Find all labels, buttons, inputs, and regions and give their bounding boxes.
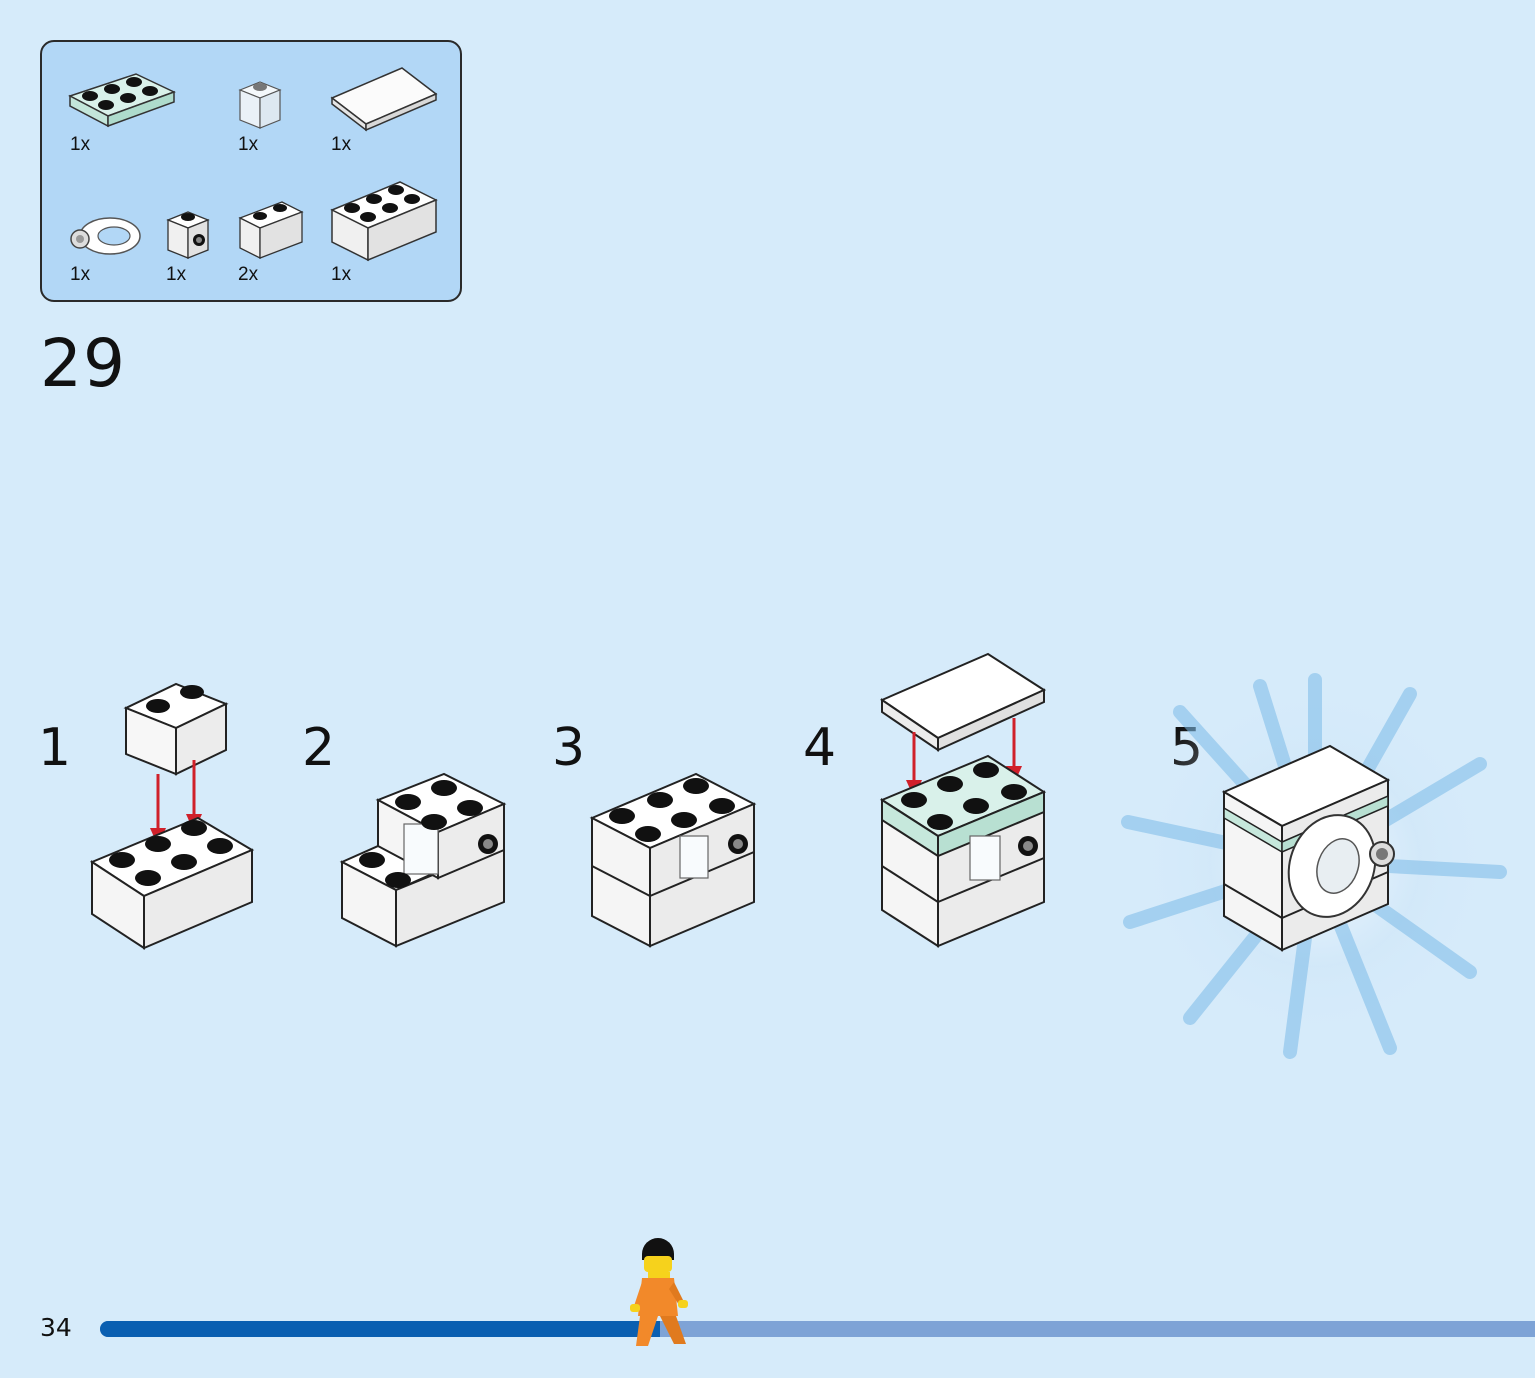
part-qty: 1x	[331, 134, 352, 155]
substep-2-illustration	[339, 772, 507, 948]
part-qty: 1x	[70, 134, 91, 155]
brick-1x1-transparent-icon	[238, 81, 282, 129]
brick-1x1-stud-side-icon	[166, 211, 210, 259]
substep-label-2: 2	[302, 718, 336, 778]
substep-1-illustration	[89, 682, 255, 950]
substep-4-illustration	[879, 652, 1047, 948]
step-number: 29	[40, 325, 126, 402]
substep-label-1: 1	[38, 718, 72, 778]
part-qty: 1x	[166, 264, 187, 285]
minifigure-icon	[630, 1238, 688, 1346]
tile-2x4-white-icon	[330, 67, 438, 132]
substep-3-illustration	[589, 772, 757, 948]
page-number: 34	[40, 1313, 72, 1342]
part-qty: 2x	[238, 264, 259, 285]
substep-label-4: 4	[803, 718, 837, 778]
part-qty: 1x	[331, 264, 352, 285]
brick-2x3-white-icon	[330, 181, 438, 262]
ring-white-icon	[70, 217, 141, 255]
plate-2x3-mint-icon	[68, 73, 176, 128]
brick-1x2-white-icon	[238, 201, 304, 260]
substep-label-3: 3	[552, 718, 586, 778]
parts-list-box: 1x 1x 1x 1x 1x 2x	[40, 40, 462, 302]
progress-bar-fill	[100, 1321, 660, 1337]
part-qty: 1x	[238, 134, 259, 155]
part-qty: 1x	[70, 264, 91, 285]
substep-5-illustration	[1121, 672, 1507, 1059]
progress-bar	[100, 1321, 1535, 1337]
